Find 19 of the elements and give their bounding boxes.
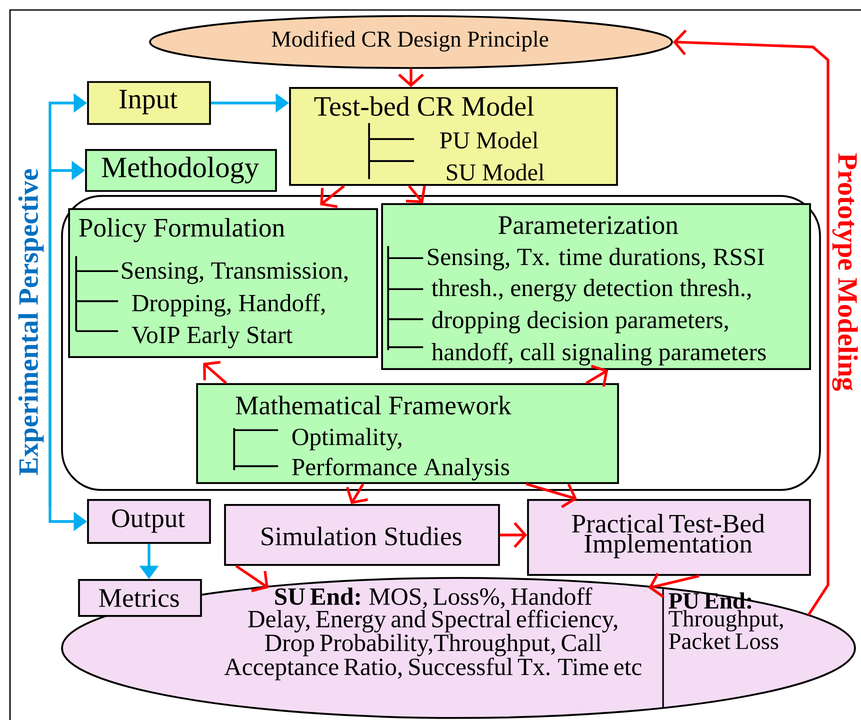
side-label: Experimental Perspective — [18, 169, 44, 476]
model-box: Test-bed CR Model PU Model SU Model — [289, 87, 618, 186]
arrow — [320, 184, 345, 208]
methodology-box: Methodology — [85, 149, 277, 192]
arrow — [672, 30, 830, 616]
output-box: Output — [87, 499, 211, 544]
parameter-box: Parameterization Sensing, Tx. time durations, RSSI thresh., energy detection thresh., dropping decision parameters, handoff, call signaling parameters — [381, 203, 811, 370]
arrow — [526, 482, 578, 508]
metrics-box: Metrics — [78, 579, 202, 617]
implementation-box: Practical Test-Bed Implementation — [527, 499, 811, 576]
arrow — [203, 360, 228, 384]
arrow — [406, 185, 426, 204]
input-box: Input — [87, 81, 211, 125]
framework-box: Mathematical Framework Optimality, Performance Analysis — [196, 383, 619, 484]
arrow — [585, 364, 608, 387]
rounded-frame — [61, 195, 821, 491]
side-label: Prototype Modeling — [832, 153, 858, 391]
policy-box: Policy Formulation Sensing, Transmission, Dropping, Handoff, VoIP Early Start — [68, 208, 378, 358]
simulation-box: Simulation Studies — [224, 504, 500, 566]
